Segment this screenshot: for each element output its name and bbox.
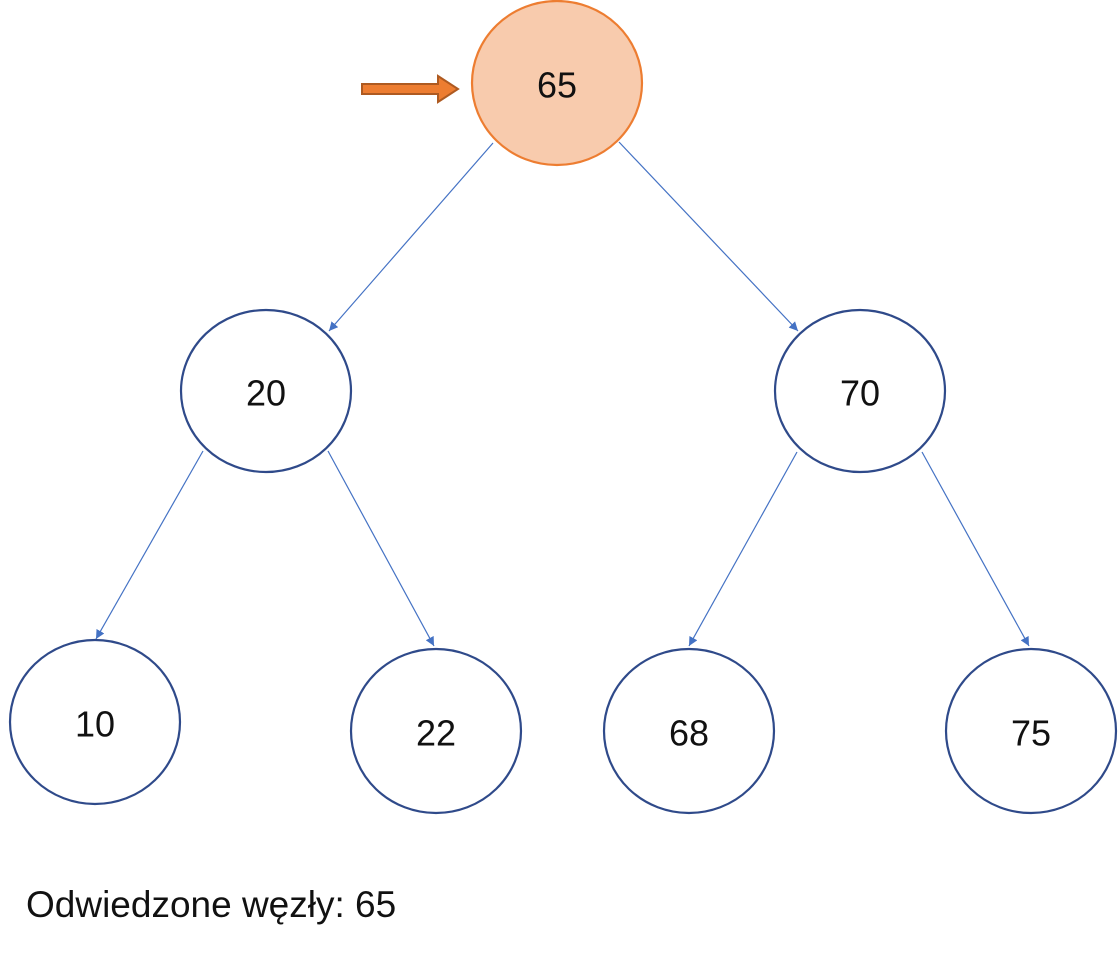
node-circle [179, 308, 353, 474]
tree-node-75: 75 [944, 647, 1118, 815]
node-label: 75 [1011, 713, 1051, 754]
tree-node-10: 10 [8, 638, 182, 806]
edge-n70-to-n68 [688, 451, 798, 647]
node-circle [349, 647, 523, 815]
edge-n65-to-n20 [328, 142, 494, 332]
tree-node-65: 65 [470, 0, 644, 167]
node-label: 68 [669, 713, 709, 754]
current-node-pointer-arrow [361, 74, 460, 104]
edges-layer [95, 141, 1030, 647]
tree-node-70: 70 [773, 308, 947, 474]
tree-node-20: 20 [179, 308, 353, 474]
edge-n20-to-n10 [95, 450, 204, 640]
node-label: 70 [840, 373, 880, 414]
node-circle [602, 647, 776, 815]
current-node-circle [470, 0, 644, 167]
node-circle [944, 647, 1118, 815]
node-label: 65 [537, 65, 577, 106]
visited-nodes-caption: Odwiedzone węzły: 65 [26, 884, 397, 925]
node-label: 20 [246, 373, 286, 414]
nodes-layer: 65 20 70 10 22 68 75 [8, 0, 1118, 815]
node-circle [773, 308, 947, 474]
tree-node-22: 22 [349, 647, 523, 815]
tree-node-68: 68 [602, 647, 776, 815]
edge-n65-to-n70 [618, 141, 799, 332]
node-label: 10 [75, 704, 115, 745]
edge-n20-to-n22 [327, 450, 435, 647]
pointer-layer [361, 74, 460, 104]
node-label: 22 [416, 713, 456, 754]
edge-n70-to-n75 [921, 451, 1030, 647]
node-circle [8, 638, 182, 806]
